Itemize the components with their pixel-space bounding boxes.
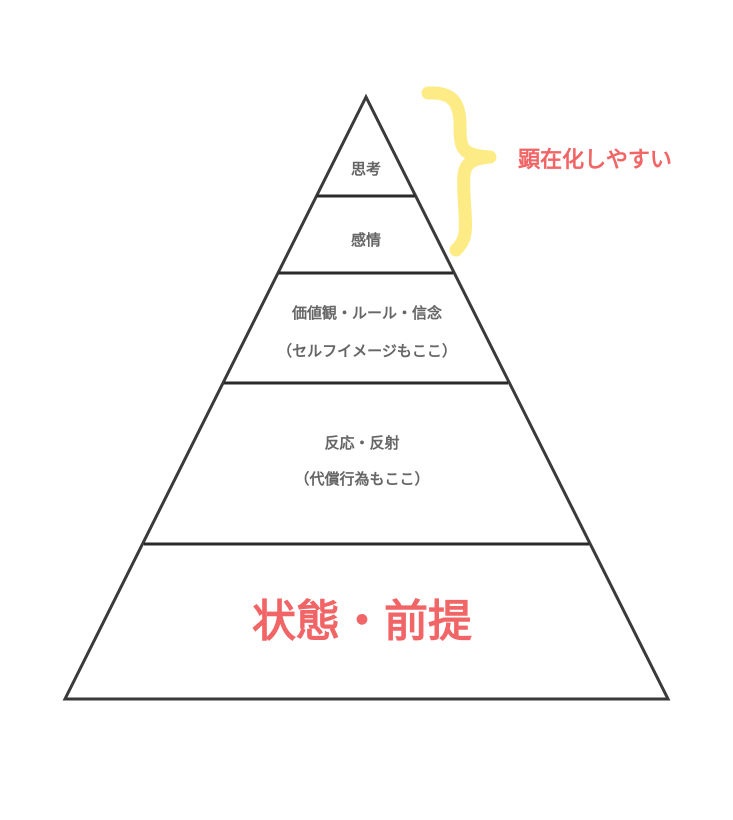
pyramid-outline bbox=[62, 93, 671, 701]
curly-brace-icon bbox=[421, 86, 497, 257]
layer-values-note: （セルフイメージもここ） bbox=[277, 342, 457, 360]
layer-values-label: 価値観・ルール・信念 bbox=[291, 304, 443, 322]
layer-thought-label: 思考 bbox=[350, 160, 382, 178]
layer-reaction-note: （代償行為もここ） bbox=[294, 470, 430, 488]
layer-emotion-label: 感情 bbox=[350, 231, 382, 249]
annotation-label: 顕在化しやすい bbox=[518, 148, 672, 173]
layer-reaction-label: 反応・反射 bbox=[324, 434, 400, 452]
layer-state-label: 状態・前提 bbox=[252, 596, 472, 647]
